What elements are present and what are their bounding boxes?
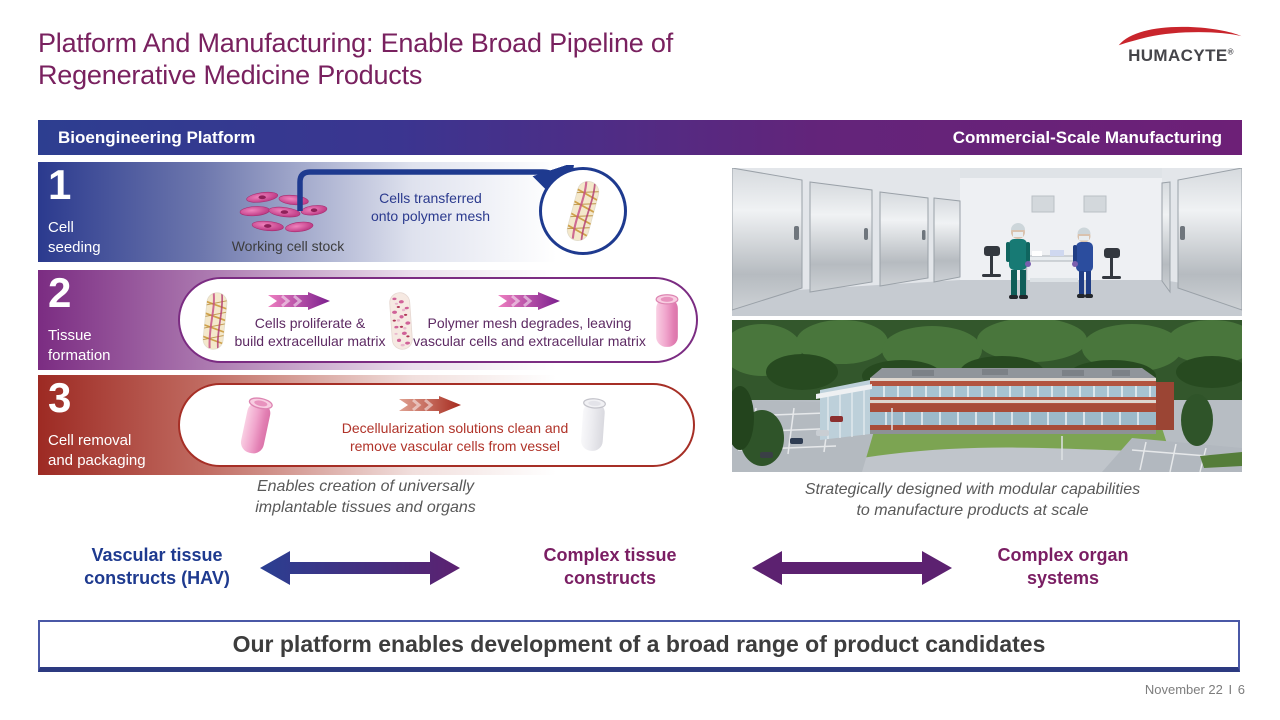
bottom-banner-box: Our platform enables development of a br… bbox=[38, 620, 1240, 672]
cleanroom-photo bbox=[732, 168, 1242, 316]
pink-vessel-icon bbox=[240, 397, 273, 454]
worker-teal bbox=[1006, 223, 1031, 299]
step-1-number: 1 bbox=[48, 161, 72, 208]
double-arrow-icon bbox=[752, 551, 952, 585]
polymer-mesh-vessel-icon bbox=[564, 180, 602, 242]
logo-text: HUMACYTE bbox=[1128, 46, 1228, 65]
logo-reg-mark: ® bbox=[1227, 47, 1234, 57]
page-title: Platform And Manufacturing: Enable Broad… bbox=[38, 28, 673, 90]
footer-page-number: 6 bbox=[1237, 682, 1245, 697]
cleanroom-illustration bbox=[732, 168, 1242, 316]
chevron-arrow-icon bbox=[399, 396, 461, 414]
degrading-vessel-icon bbox=[389, 292, 413, 350]
worker-blue bbox=[1072, 227, 1093, 298]
spectrum-label-complex-tissue: Complex tissue constructs bbox=[543, 545, 677, 589]
step-3-pill: Decellularization solutions clean and re… bbox=[178, 383, 695, 467]
facility-illustration bbox=[732, 320, 1242, 472]
double-arrow-icon bbox=[260, 551, 460, 585]
slide-footer: November 22 I 6 bbox=[1000, 682, 1246, 697]
bottom-banner-text: Our platform enables development of a br… bbox=[232, 631, 1046, 657]
spectrum-label-complex-organ: Complex organ systems bbox=[997, 545, 1129, 589]
step-1-cell-seeding: 1 Cell seeding Working cell stock bbox=[38, 162, 720, 262]
step-2-number: 2 bbox=[48, 269, 72, 316]
section-banner: Bioengineering Platform Commercial-Scale… bbox=[38, 120, 1242, 155]
step-2-pill: Cells proliferate & build extracellular … bbox=[178, 277, 698, 363]
step-3-text: Decellularization solutions clean and re… bbox=[341, 420, 569, 454]
step-2-text-2: Polymer mesh degrades, leaving vascular … bbox=[413, 315, 646, 349]
polymer-mesh-vessel-icon bbox=[202, 292, 228, 350]
manufacturing-caption: Strategically designed with modular capa… bbox=[804, 481, 1141, 519]
footer-date: November 22 bbox=[1144, 682, 1223, 697]
step-2-tissue-formation: 2 Tissue formation Cells proliferate & b… bbox=[38, 270, 720, 370]
banner-left-label: Bioengineering Platform bbox=[58, 127, 256, 147]
spectrum-label-vascular: Vascular tissue constructs (HAV) bbox=[84, 545, 230, 589]
platform-caption: Enables creation of universally implanta… bbox=[255, 478, 476, 516]
step-3-cell-removal: 3 Cell removal and packaging Decellulari… bbox=[38, 375, 720, 475]
step-2-text-1: Cells proliferate & build extracellular … bbox=[234, 315, 386, 349]
step-1-label: Cell seeding bbox=[48, 219, 101, 256]
step-3-number: 3 bbox=[48, 374, 72, 421]
step-3-label: Cell removal and packaging bbox=[48, 432, 146, 469]
banner-right-label: Commercial-Scale Manufacturing bbox=[952, 127, 1222, 147]
seeded-vessel-circle bbox=[539, 167, 627, 255]
step-2-label: Tissue formation bbox=[48, 327, 111, 364]
footer-separator: I bbox=[1228, 682, 1233, 697]
humacyte-logo: HUMACYTE® bbox=[1113, 26, 1249, 66]
logo-swoosh-icon bbox=[1118, 26, 1242, 46]
decellularized-vessel-icon bbox=[581, 398, 606, 451]
chevron-arrow-icon bbox=[498, 292, 560, 310]
pink-vessel-icon bbox=[655, 294, 679, 347]
building bbox=[816, 368, 1174, 440]
chevron-arrow-icon bbox=[268, 292, 330, 310]
working-cell-stock-label: Working cell stock bbox=[231, 238, 345, 254]
facility-aerial-photo bbox=[732, 320, 1242, 472]
transfer-text: Cells transferred onto polymer mesh bbox=[370, 190, 491, 225]
